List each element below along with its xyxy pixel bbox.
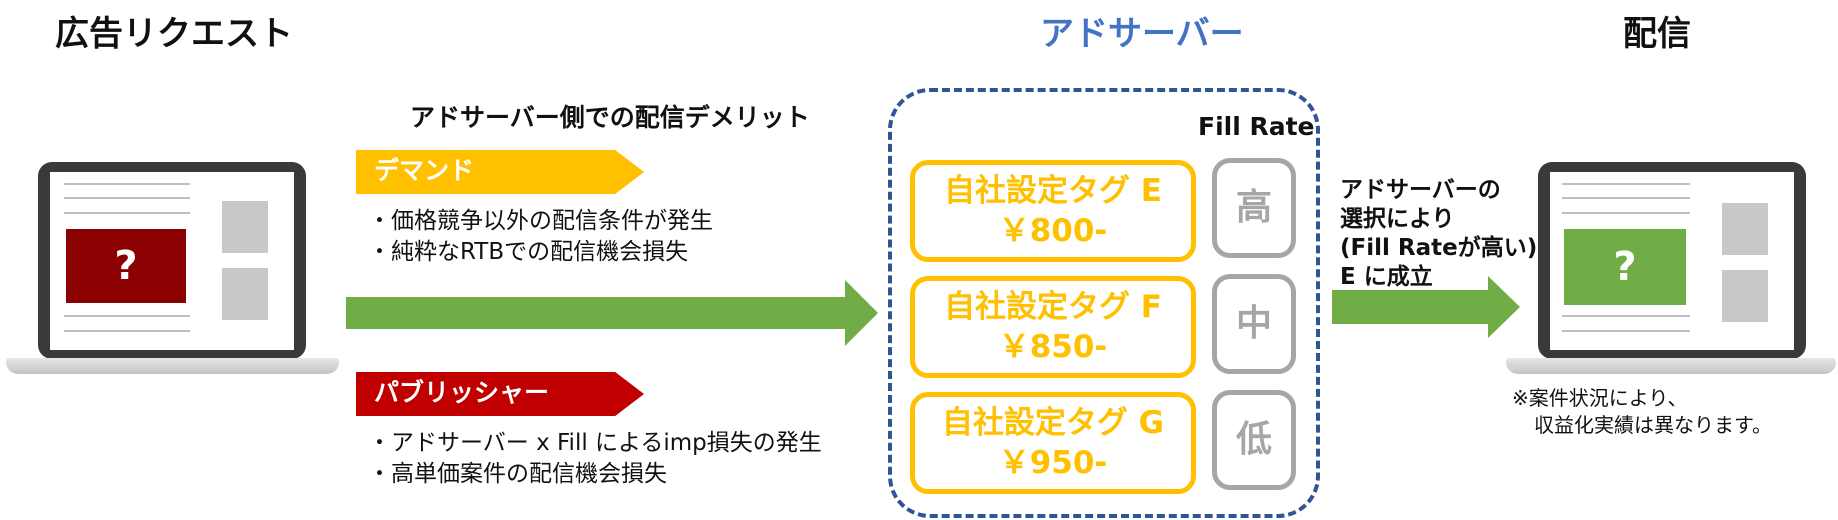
fill-rate-label: Fill Rate: [1198, 112, 1315, 141]
note-line: ※案件状況により、: [1512, 386, 1688, 410]
right-ad-slot: ?: [1564, 229, 1686, 305]
side-banner: [222, 201, 268, 253]
publisher-tag: パブリッシャー: [356, 372, 644, 416]
text-line: [64, 330, 190, 332]
text-line: [1562, 197, 1690, 199]
side-banner: [1722, 270, 1768, 322]
tag-e-rate: 高: [1212, 158, 1296, 258]
tag-g-name: 自社設定タグ G: [941, 405, 1165, 441]
side-banner: [222, 268, 268, 320]
demand-tag: デマンド: [356, 150, 644, 194]
tag-f-price: ￥850-: [998, 329, 1108, 365]
adserver-header: アドサーバー: [1040, 14, 1244, 54]
selection-line: (Fill Rateが高い): [1340, 235, 1538, 261]
publisher-bullet: ・アドサーバー x Fill によるimp損失の発生: [368, 430, 822, 456]
selection-text: アドサーバーの 選択により (Fill Rateが高い) E に成立: [1340, 176, 1537, 292]
text-line: [64, 315, 190, 317]
text-line: [1562, 330, 1690, 332]
text-line: [64, 197, 190, 199]
text-line: [64, 212, 190, 214]
tag-g-rate: 低: [1212, 390, 1296, 490]
publisher-bullet: ・高単価案件の配信機会損失: [368, 461, 667, 487]
text-line: [64, 183, 190, 185]
selection-line: アドサーバーの: [1340, 177, 1501, 203]
text-line: [1562, 183, 1690, 185]
result-arrow: [1332, 276, 1520, 338]
tag-f-name: 自社設定タグ F: [944, 289, 1162, 325]
note-text: ※案件状況により、 収益化実績は異なります。: [1512, 385, 1772, 439]
right-laptop-base: [1506, 358, 1836, 374]
tag-f-box: 自社設定タグ F ￥850-: [910, 276, 1196, 378]
text-line: [1562, 212, 1690, 214]
delivery-header: 配信: [1623, 14, 1691, 54]
selection-line: 選択により: [1340, 206, 1455, 232]
left-laptop-base: [6, 358, 339, 374]
tag-f-rate: 中: [1212, 274, 1296, 374]
tag-g-price: ￥950-: [998, 445, 1108, 481]
left-ad-slot: ?: [66, 229, 186, 303]
tag-e-name: 自社設定タグ E: [944, 173, 1162, 209]
demand-bullet: ・純粋なRTBでの配信機会損失: [368, 239, 689, 265]
side-banner: [1722, 203, 1768, 255]
publisher-bullets: ・アドサーバー x Fill によるimp損失の発生 ・高単価案件の配信機会損失: [368, 428, 822, 490]
adserver-box: [888, 88, 1320, 518]
text-line: [1562, 315, 1690, 317]
main-arrow: [346, 280, 878, 346]
tag-e-box: 自社設定タグ E ￥800-: [910, 160, 1196, 262]
tag-g-box: 自社設定タグ G ￥950-: [910, 392, 1196, 494]
tag-e-price: ￥800-: [998, 213, 1108, 249]
demerit-title: アドサーバー側での配信デメリット: [410, 103, 810, 132]
request-header: 広告リクエスト: [55, 14, 293, 54]
demand-bullets: ・価格競争以外の配信条件が発生 ・純粋なRTBでの配信機会損失: [368, 206, 713, 268]
demand-bullet: ・価格競争以外の配信条件が発生: [368, 208, 713, 234]
note-line: 収益化実績は異なります。: [1534, 413, 1772, 437]
selection-line: E に成立: [1340, 264, 1433, 290]
